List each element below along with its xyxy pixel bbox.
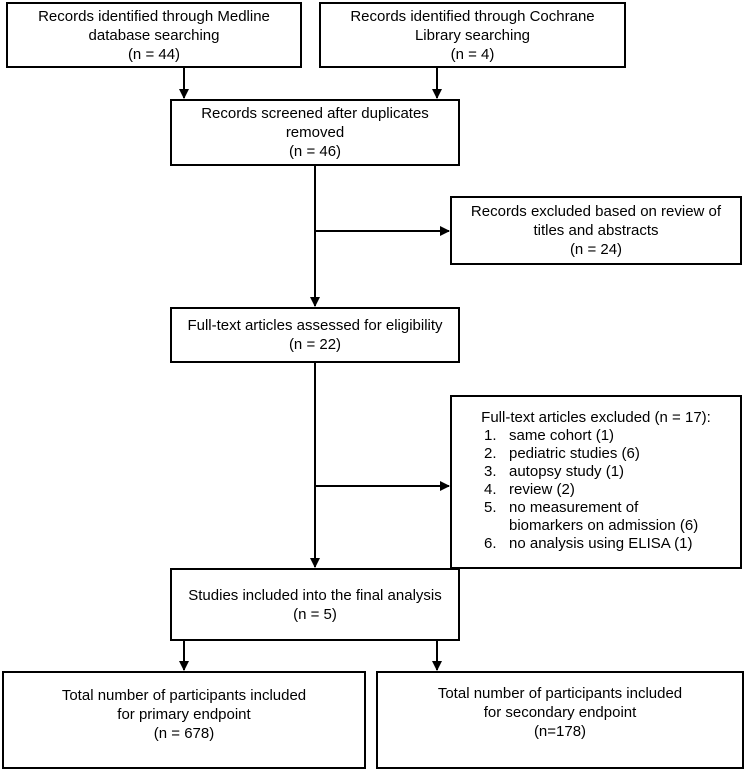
cochrane-line-3: (n = 4) bbox=[450, 46, 495, 63]
secondary-line-2: for secondary endpoint bbox=[483, 704, 637, 721]
exclusion-reason-6-text: no analysis using ELISA (1) bbox=[509, 535, 693, 552]
exclusion-reason-5-text-line-1: no measurement of bbox=[509, 499, 639, 516]
exclusion-reason-5-number: 5. bbox=[484, 499, 497, 516]
exclusion-reason-2: 2. pediatric studies (6) bbox=[452, 445, 740, 463]
screened-line-1: Records screened after duplicates bbox=[201, 105, 429, 122]
cochrane-line-1: Records identified through Cochrane bbox=[350, 8, 595, 25]
box-excluded-fulltext: Full-text articles excluded (n = 17): 1.… bbox=[450, 395, 742, 569]
secondary-line-3: (n=178) bbox=[533, 723, 587, 740]
secondary-line-1: Total number of participants included bbox=[437, 685, 683, 702]
exclusion-reason-6-number: 6. bbox=[484, 535, 497, 552]
medline-line-3: (n = 44) bbox=[127, 46, 181, 63]
box-fulltext: Full-text articles assessed for eligibil… bbox=[170, 307, 460, 363]
exclusion-reason-4-text: review (2) bbox=[509, 481, 575, 498]
cochrane-line-2: Library searching bbox=[414, 27, 531, 44]
fulltext-line-1: Full-text articles assessed for eligibil… bbox=[187, 317, 443, 334]
exclusion-reason-1: 1. same cohort (1) bbox=[452, 427, 740, 445]
exclusion-reason-3: 3. autopsy study (1) bbox=[452, 463, 740, 481]
exclusion-reason-4: 4. review (2) bbox=[452, 481, 740, 499]
primary-line-1: Total number of participants included bbox=[61, 687, 307, 704]
exclusion-reason-3-number: 3. bbox=[484, 463, 497, 480]
exclusion-reasons-list: 1. same cohort (1) 2. pediatric studies … bbox=[452, 427, 740, 553]
box-cochrane: Records identified through Cochrane Libr… bbox=[319, 2, 626, 68]
exclusion-reason-2-number: 2. bbox=[484, 445, 497, 462]
exclusion-reason-6: 6. no analysis using ELISA (1) bbox=[452, 535, 740, 553]
excluded-titles-line-1: Records excluded based on review of bbox=[470, 203, 722, 220]
excluded-titles-line-3: (n = 24) bbox=[569, 241, 623, 258]
box-primary: Total number of participants included fo… bbox=[2, 671, 366, 769]
screened-line-2: removed bbox=[285, 124, 345, 141]
exclusion-reason-5-text-line-2: biomarkers on admission (6) bbox=[509, 517, 699, 534]
primary-line-2: for primary endpoint bbox=[117, 706, 251, 723]
exclusion-reason-1-number: 1. bbox=[484, 427, 497, 444]
included-line-2: (n = 5) bbox=[293, 606, 337, 623]
exclusion-reason-3-text: autopsy study (1) bbox=[509, 463, 625, 480]
excluded-titles-line-2: titles and abstracts bbox=[533, 222, 659, 239]
medline-line-2: database searching bbox=[88, 27, 220, 44]
exclusion-reason-4-number: 4. bbox=[484, 481, 497, 498]
box-included: Studies included into the final analysis… bbox=[170, 568, 460, 641]
box-secondary: Total number of participants included fo… bbox=[376, 671, 744, 769]
exclusion-reason-2-text: pediatric studies (6) bbox=[509, 445, 640, 462]
box-excluded-titles: Records excluded based on review of titl… bbox=[450, 196, 742, 265]
excluded-fulltext-heading: Full-text articles excluded (n = 17): bbox=[481, 409, 711, 426]
screened-line-3: (n = 46) bbox=[288, 143, 342, 160]
box-medline: Records identified through Medline datab… bbox=[6, 2, 302, 68]
box-screened: Records screened after duplicates remove… bbox=[170, 99, 460, 166]
primary-line-3: (n = 678) bbox=[153, 725, 215, 742]
medline-line-1: Records identified through Medline bbox=[38, 8, 270, 25]
included-line-1: Studies included into the final analysis bbox=[188, 587, 442, 604]
exclusion-reason-5: 5. no measurement of biomarkers on admis… bbox=[452, 499, 740, 535]
exclusion-reason-1-text: same cohort (1) bbox=[509, 427, 615, 444]
fulltext-line-2: (n = 22) bbox=[288, 336, 342, 353]
